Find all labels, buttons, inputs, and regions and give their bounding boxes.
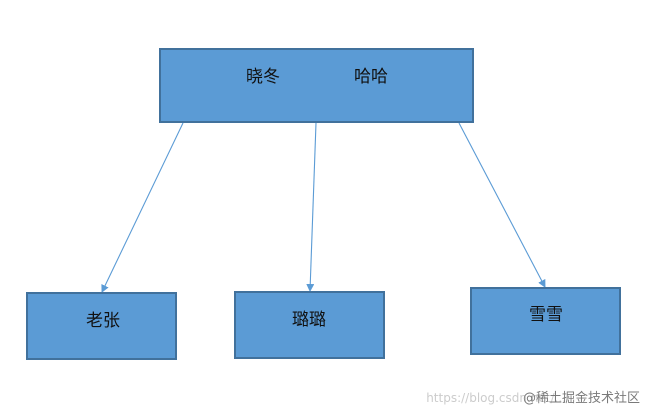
- child-label: 老张: [86, 311, 120, 331]
- edge-root-to-xuexue: [458, 122, 546, 288]
- watermark-brand: @稀土掘金技术社区: [522, 391, 640, 406]
- root-node: 晓冬 哈哈: [159, 48, 474, 123]
- edge-root-to-lulu: [306, 122, 317, 292]
- child-node-lulu: 璐璐: [234, 291, 385, 359]
- child-label: 璐璐: [292, 310, 326, 330]
- root-label-left: 晓冬: [246, 67, 280, 87]
- watermark-url: https://blog.csdn.net/...: [426, 391, 566, 405]
- edge-root-to-laozhang: [101, 122, 184, 293]
- child-label: 雪雪: [529, 305, 563, 325]
- child-node-laozhang: 老张: [26, 292, 177, 360]
- root-label-right: 哈哈: [354, 67, 388, 87]
- child-node-xuexue: 雪雪: [470, 287, 621, 355]
